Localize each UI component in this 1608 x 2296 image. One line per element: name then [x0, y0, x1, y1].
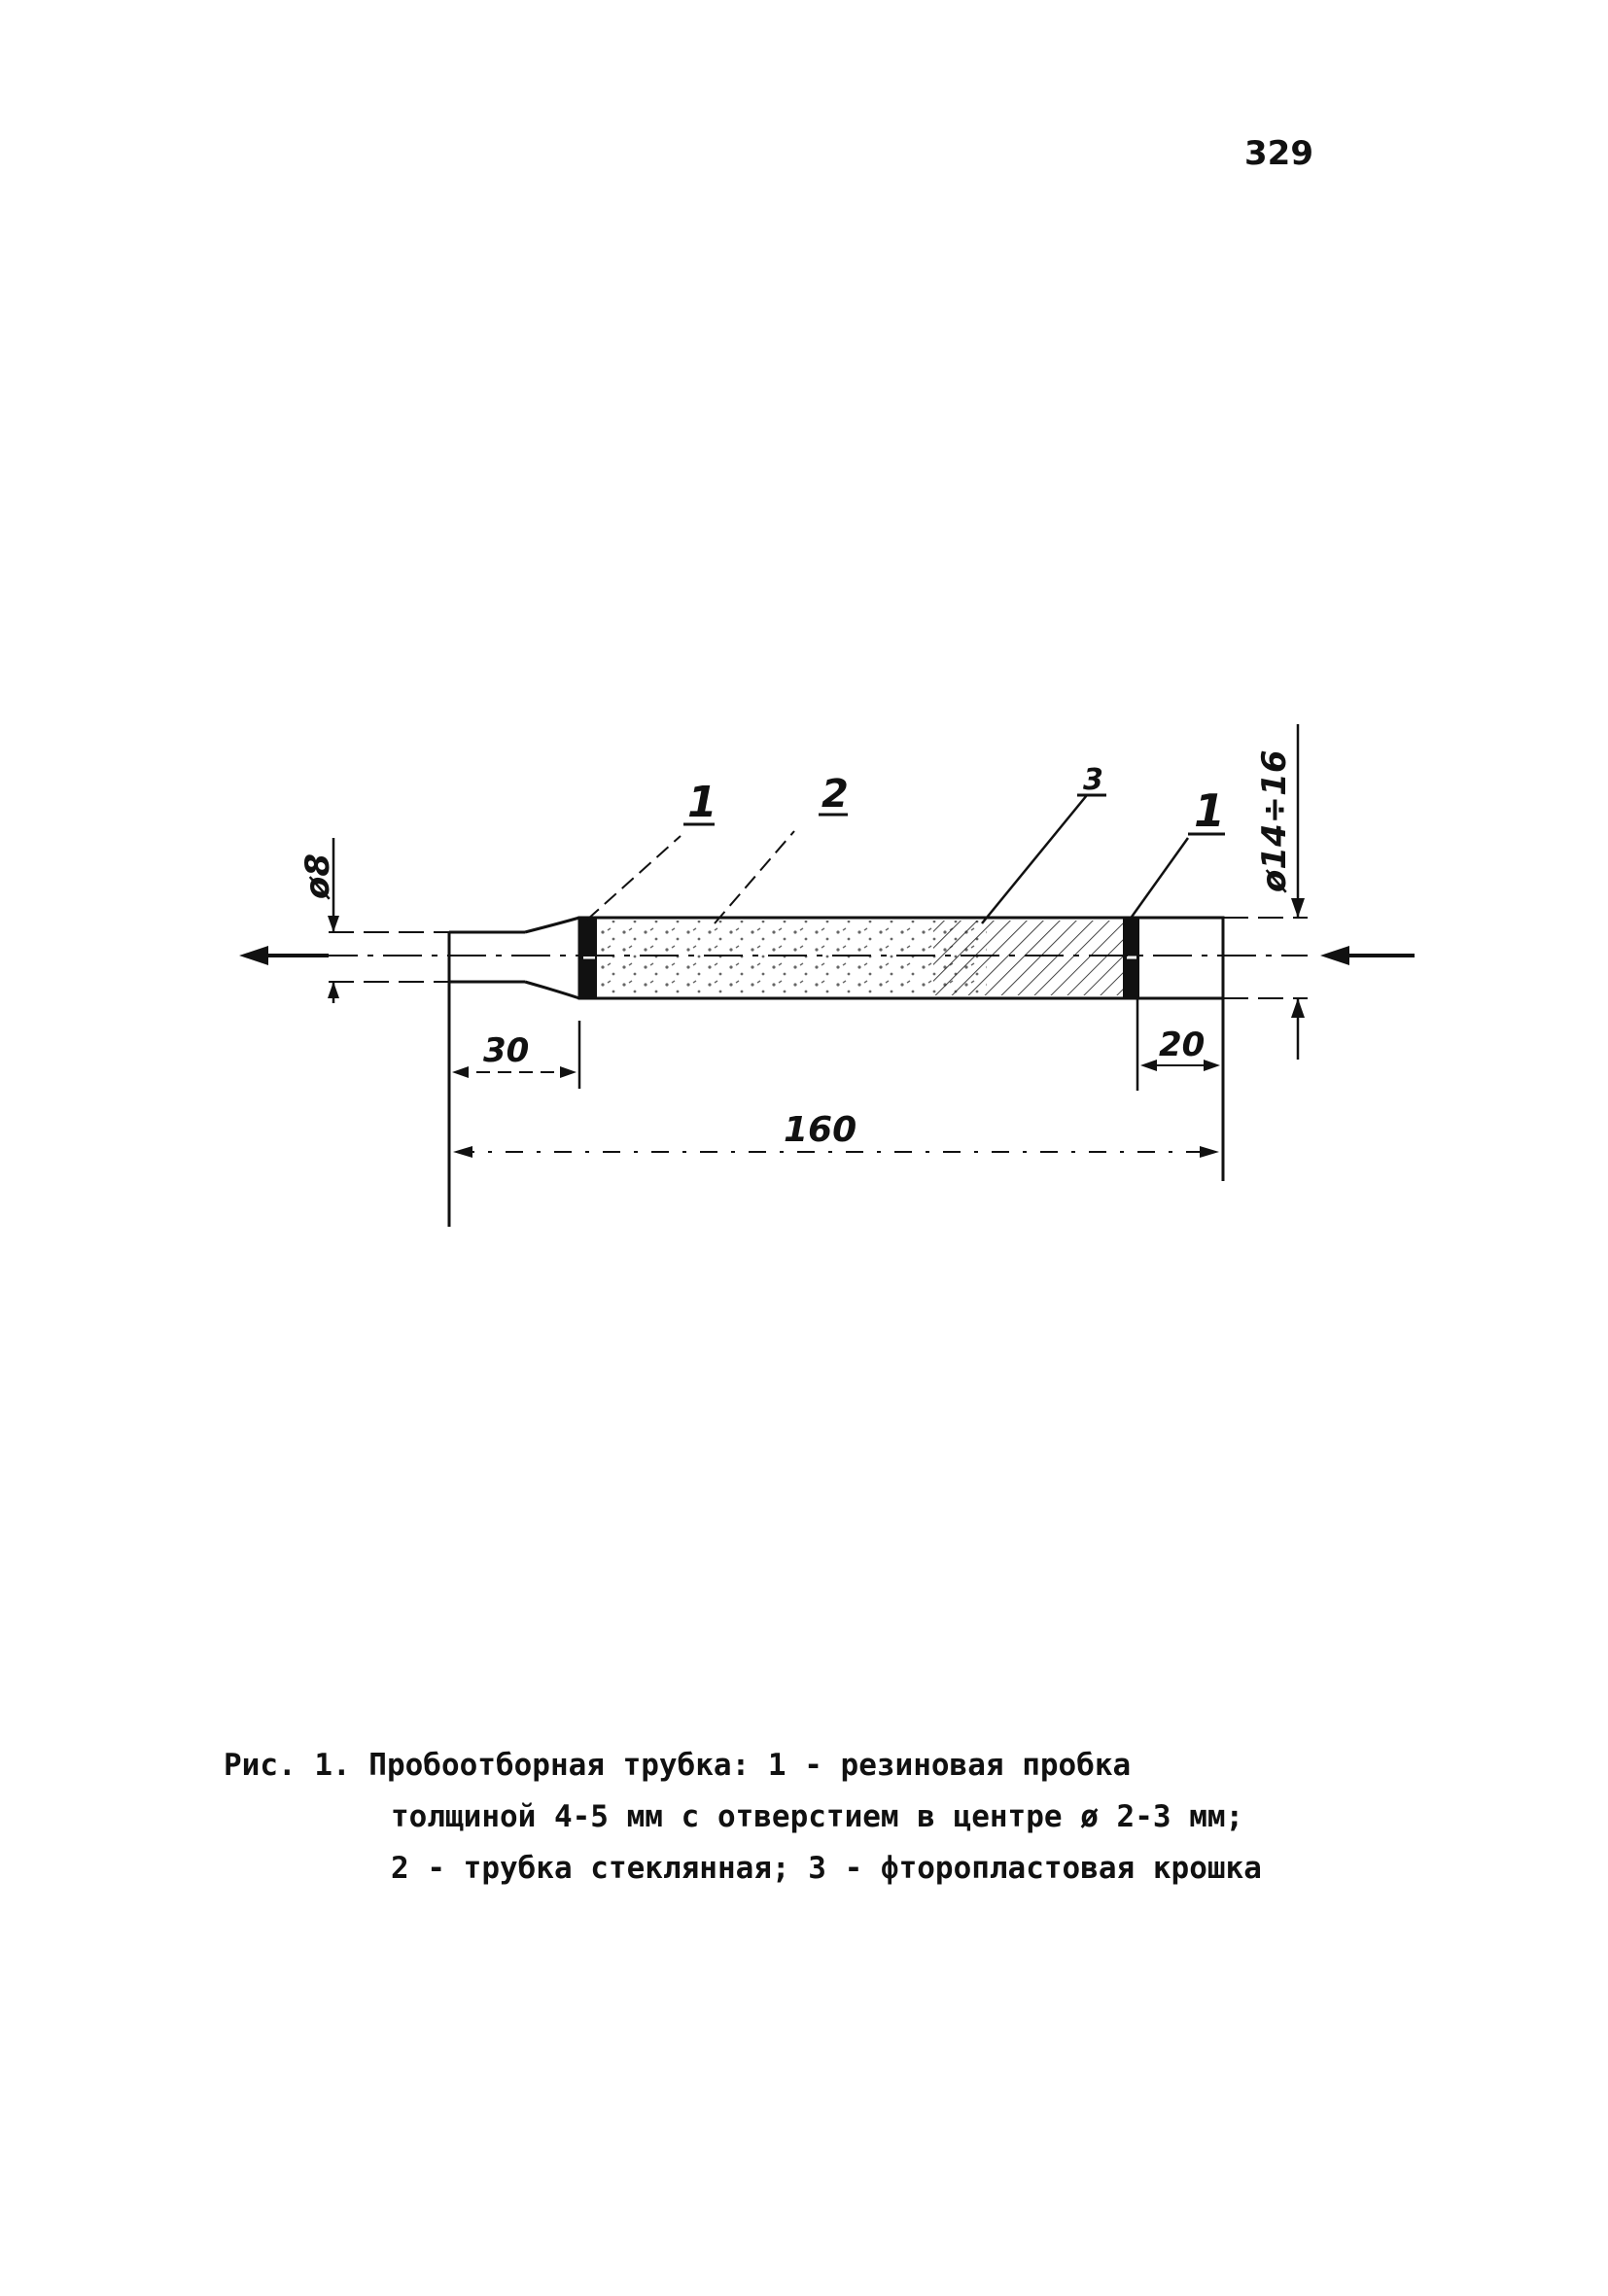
dimension-160-label: 160	[784, 1110, 856, 1150]
glass-fill	[598, 921, 987, 995]
callout-2: 2	[714, 772, 849, 924]
dimension-30-label: 30	[483, 1031, 529, 1070]
figure-caption: Рис. 1. Пробоотборная трубка: 1 - резино…	[224, 1740, 1449, 1895]
tube-diameter-dimension: ø14÷16	[1255, 724, 1305, 1060]
outlet-diameter-dimension: ø8	[298, 838, 339, 1003]
rubber-stopper-left	[579, 918, 597, 998]
dimension-20-label: 20	[1159, 1026, 1205, 1064]
callout-3: 3	[981, 763, 1106, 924]
callout-1-left: 1	[586, 778, 717, 921]
callout-1-right-label: 1	[1194, 784, 1225, 837]
fluoroplastic-crumb	[933, 921, 1126, 995]
inlet-arrow	[1320, 946, 1415, 965]
callout-1-left-label: 1	[687, 778, 717, 827]
outlet-diameter-label: ø8	[298, 853, 337, 900]
dimension-20: 20	[1140, 1026, 1220, 1071]
callout-3-label: 3	[1083, 763, 1103, 797]
dimension-160: 160	[453, 1110, 1219, 1158]
outlet-arrow	[239, 946, 329, 965]
callout-2-label: 2	[821, 772, 849, 817]
caption-line-3: 2 - трубка стеклянная; 3 - фторопластова…	[391, 1851, 1262, 1886]
tube-diameter-label: ø14÷16	[1255, 750, 1294, 893]
dimension-30: 30	[452, 1031, 577, 1078]
callout-1-right: 1	[1128, 784, 1225, 921]
caption-line-2: толщиной 4-5 мм с отверстием в центре ø …	[391, 1799, 1244, 1834]
caption-line-1: Рис. 1. Пробоотборная трубка: 1 - резино…	[224, 1748, 1132, 1783]
rubber-stopper-right	[1123, 918, 1139, 998]
page-number: 329	[1244, 134, 1313, 173]
